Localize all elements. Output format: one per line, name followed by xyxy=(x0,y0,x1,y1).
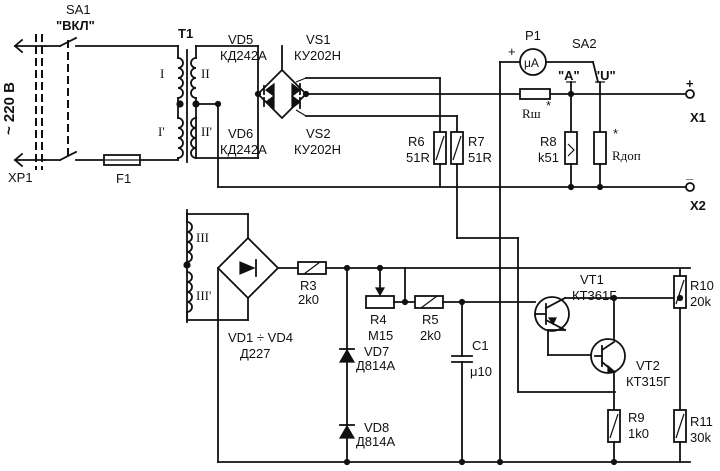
label-r5-val: 2k0 xyxy=(420,328,441,343)
label-r4-val: M15 xyxy=(368,328,393,343)
bridge-vd1-vd4 xyxy=(186,213,299,463)
label-winding-ii2: II' xyxy=(201,124,212,139)
label-r3-val: 2k0 xyxy=(298,292,319,307)
capacitor-c1 xyxy=(451,301,473,463)
label-winding-i: I xyxy=(160,66,164,81)
label-vt2-type: КТ315Г xyxy=(626,374,670,389)
secondary-ii-wiring xyxy=(195,45,691,188)
label-radd-star: * xyxy=(613,126,618,141)
label-vd6: VD6 xyxy=(228,126,253,141)
label-radd: Rдоп xyxy=(612,148,641,163)
resistor-r9 xyxy=(607,409,621,463)
label-f1: F1 xyxy=(116,171,131,186)
label-xp1: XP1 xyxy=(8,170,33,185)
resistor-r7 xyxy=(305,115,616,393)
label-winding-i2: I' xyxy=(158,124,165,139)
label-vd8: VD8 xyxy=(364,420,389,435)
switch-sa1 xyxy=(44,36,179,162)
ammeter-p1 xyxy=(499,48,600,463)
label-r11: R11 xyxy=(690,414,713,429)
label-t1: T1 xyxy=(178,26,193,41)
label-x2-sign: _ xyxy=(685,166,694,181)
label-r6: R6 xyxy=(408,134,425,149)
label-r8-val: k51 xyxy=(538,150,559,165)
fuse-f1 xyxy=(103,154,179,166)
label-vd5: VD5 xyxy=(228,32,253,47)
label-c1: C1 xyxy=(472,338,489,353)
label-r11-val: 30k xyxy=(690,430,711,445)
label-vs1: VS1 xyxy=(306,32,331,47)
label-vs2: VS2 xyxy=(306,126,331,141)
label-vs2-type: КУ202Н xyxy=(294,142,341,157)
label-rsh-star: * xyxy=(546,98,551,113)
label-vd6-type: КД242А xyxy=(220,142,267,157)
label-vd1-vd4-type: Д227 xyxy=(240,346,271,361)
label-mains: ~ 220 B xyxy=(1,82,18,135)
label-x1-sign: + xyxy=(686,76,694,91)
label-r5: R5 xyxy=(422,312,439,327)
label-winding-iii2: III' xyxy=(196,288,211,303)
label-p1-sym: μA xyxy=(524,56,539,70)
rectifier-bridge-vd5-vd6-vs1-vs2 xyxy=(254,45,521,159)
zener-vd7-vd8 xyxy=(338,267,356,463)
label-p1-plus: + xyxy=(508,44,516,59)
label-vd5-type: КД242А xyxy=(220,48,267,63)
label-vt2: VT2 xyxy=(636,358,660,373)
label-vd8-type: Д814А xyxy=(356,434,395,449)
label-vs1-type: КУ202Н xyxy=(294,48,341,63)
label-vd7-type: Д814А xyxy=(356,358,395,373)
label-r3: R3 xyxy=(300,278,317,293)
transformer-t1 xyxy=(176,45,200,323)
resistor-r6 xyxy=(305,77,447,188)
label-r6-val: 51R xyxy=(406,150,430,165)
label-r10-val: 20k xyxy=(690,294,711,309)
label-vt1: VT1 xyxy=(580,272,604,287)
label-r9-val: 1k0 xyxy=(628,426,649,441)
resistor-radd xyxy=(593,93,607,191)
label-mode-u: "U" xyxy=(594,68,616,83)
label-p1: P1 xyxy=(525,28,541,43)
resistor-r11 xyxy=(673,409,687,463)
output-terminals xyxy=(685,89,695,192)
label-r7-val: 51R xyxy=(468,150,492,165)
label-x1: X1 xyxy=(690,110,706,125)
label-sa2: SA2 xyxy=(572,36,597,51)
label-sa1-state: "ВКЛ" xyxy=(56,18,95,33)
ground-rail xyxy=(217,458,691,466)
label-r8: R8 xyxy=(540,134,557,149)
resistor-r5 xyxy=(414,295,536,309)
label-vd7: VD7 xyxy=(364,344,389,359)
label-vt1-type: КТ361Г xyxy=(572,288,616,303)
label-c1-val: μ10 xyxy=(470,364,492,379)
label-sa1: SA1 xyxy=(66,2,91,17)
label-r10: R10 xyxy=(690,278,714,293)
label-vd1-vd4: VD1 ÷ VD4 xyxy=(228,330,293,345)
label-rsh: Rш xyxy=(522,106,541,121)
transistor-vt1 xyxy=(534,294,681,356)
label-r7: R7 xyxy=(468,134,485,149)
potentiometer-r4 xyxy=(365,267,416,309)
label-mode-a: "A" xyxy=(558,68,580,83)
label-r9: R9 xyxy=(628,410,645,425)
transistor-vt2 xyxy=(590,338,626,411)
label-winding-iii: III xyxy=(196,230,209,245)
label-r4: R4 xyxy=(370,312,387,327)
resistor-r8 xyxy=(564,93,578,191)
resistor-r3 xyxy=(297,261,691,275)
mains-plug-xp1 xyxy=(13,34,46,170)
resistor-r10 xyxy=(673,267,687,411)
label-winding-ii: II xyxy=(201,66,210,81)
switch-sa2 xyxy=(566,81,605,95)
label-x2: X2 xyxy=(690,198,706,213)
